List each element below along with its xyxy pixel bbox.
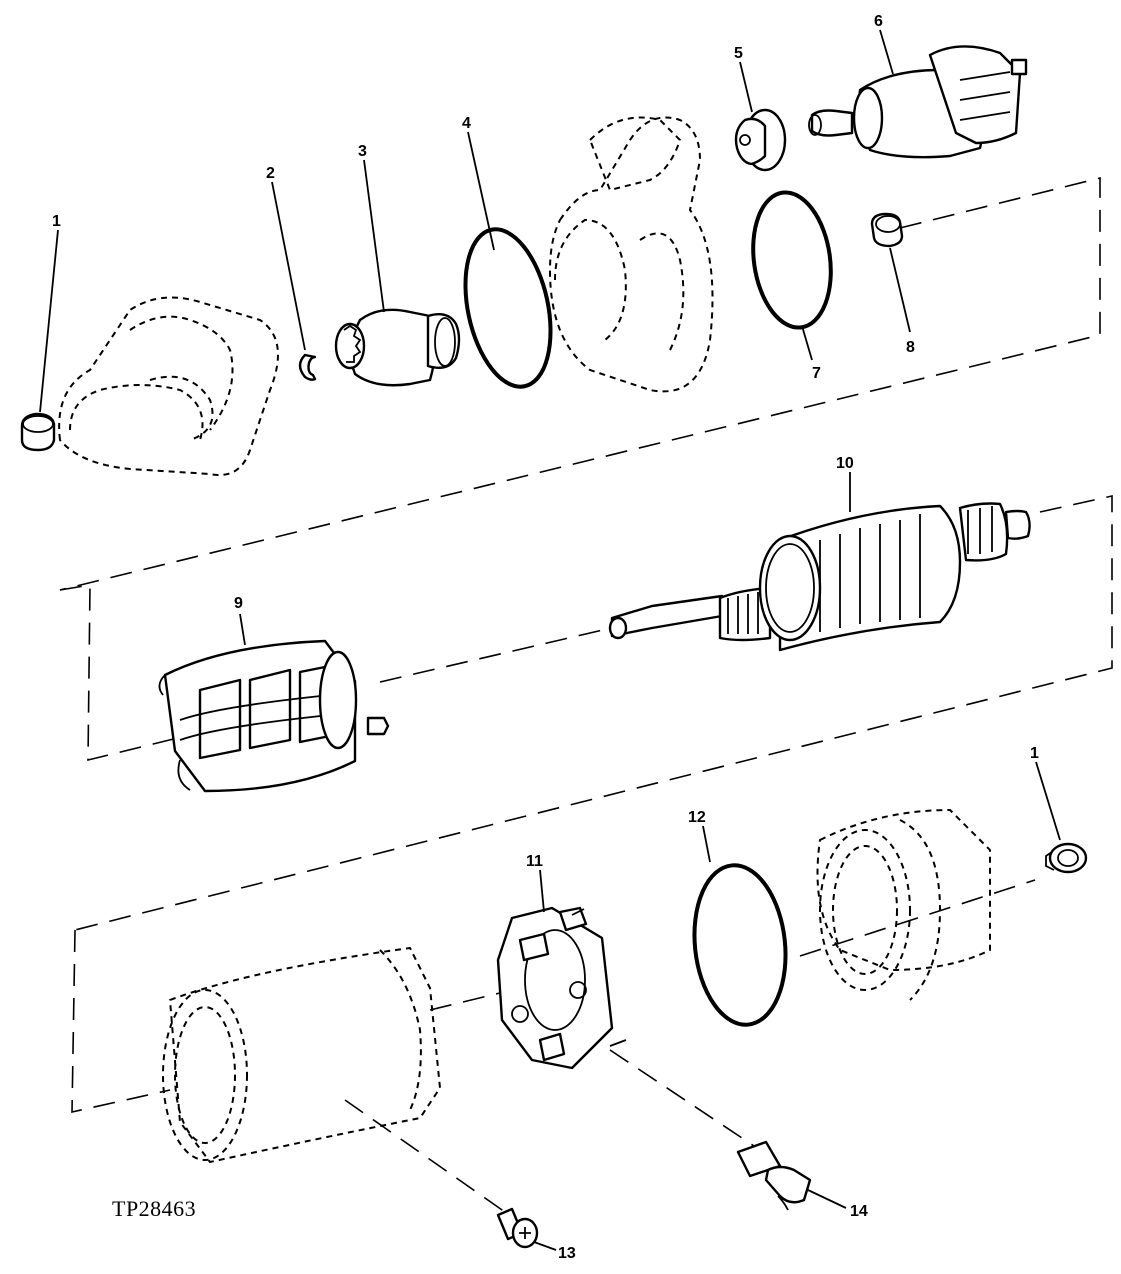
callout-labels: 1 2 3 4 5 6 7 8 9 10 1 11 12 13 14 — [52, 13, 1039, 1262]
bearing-lower — [1045, 842, 1088, 874]
callout-4: 4 — [462, 115, 471, 132]
leader-lines — [39, 29, 1061, 1251]
brush — [736, 1140, 812, 1211]
callout-10: 10 — [836, 455, 854, 472]
figure-code: TP28463 — [112, 1196, 196, 1221]
callout-5: 5 — [734, 45, 743, 62]
armature — [608, 502, 1031, 652]
callout-3: 3 — [358, 143, 367, 160]
assembly-axis-lines — [59, 176, 1113, 1213]
callout-13: 13 — [558, 1245, 576, 1262]
o-ring-4 — [463, 227, 553, 389]
field-coil — [158, 639, 390, 793]
callout-1-lower: 1 — [1030, 745, 1039, 762]
plunger-cap — [734, 108, 787, 172]
callout-12: 12 — [688, 809, 706, 826]
callout-8: 8 — [906, 339, 915, 356]
o-ring-7 — [751, 190, 833, 330]
field-frame-phantom — [162, 946, 442, 1164]
callout-7: 7 — [812, 365, 821, 382]
snap-ring — [298, 353, 317, 381]
drive-pinion — [334, 308, 461, 387]
callout-11: 11 — [526, 853, 543, 870]
callout-9: 9 — [234, 595, 243, 612]
bushing-8 — [870, 212, 904, 248]
center-housing-phantom — [548, 116, 714, 393]
solenoid — [808, 45, 1028, 159]
drive-end-housing-phantom — [58, 296, 279, 476]
o-ring-12 — [692, 863, 788, 1027]
end-frame-phantom — [816, 808, 991, 1001]
callout-1-upper: 1 — [52, 213, 61, 230]
callout-2: 2 — [266, 165, 275, 182]
callout-6: 6 — [874, 13, 883, 30]
brush-holder — [496, 906, 627, 1070]
bushing-upper — [20, 412, 56, 452]
screw — [496, 1207, 539, 1249]
callout-14: 14 — [850, 1203, 868, 1220]
